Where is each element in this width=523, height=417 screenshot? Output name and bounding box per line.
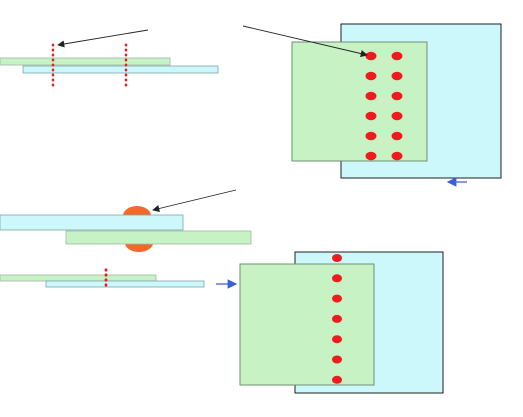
rivet-dot bbox=[51, 78, 55, 82]
riveted-joint-side-view bbox=[0, 29, 219, 87]
rivet bbox=[365, 151, 377, 161]
rivet bbox=[391, 91, 403, 101]
rivet-line-left bbox=[51, 43, 55, 87]
rivet bbox=[332, 274, 342, 283]
rivet-line bbox=[104, 268, 108, 287]
rivet-dot bbox=[104, 278, 108, 282]
rivet bbox=[391, 151, 403, 161]
riveted-joint-plan-view bbox=[242, 23, 502, 187]
rivet bbox=[332, 254, 342, 262]
rivet bbox=[365, 91, 377, 101]
rivet-dot bbox=[104, 273, 108, 277]
upper-plate bbox=[0, 57, 171, 66]
leader-arrow-plan bbox=[242, 25, 368, 58]
upper-plate bbox=[0, 274, 157, 282]
rivet-grid bbox=[365, 51, 403, 161]
rivet-dot bbox=[51, 43, 55, 47]
rivet-dot bbox=[124, 63, 128, 67]
rivet bbox=[365, 111, 377, 121]
green-plate bbox=[291, 41, 428, 162]
rivet-column bbox=[332, 254, 342, 384]
welded-joint-side-view bbox=[0, 189, 252, 252]
rivet-dot bbox=[124, 83, 128, 87]
rivet-dot bbox=[51, 48, 55, 52]
rivet-dot bbox=[124, 53, 128, 57]
rivet bbox=[365, 71, 377, 81]
rivet-dot bbox=[124, 68, 128, 72]
rivet-dot bbox=[51, 53, 55, 57]
rivet bbox=[391, 111, 403, 121]
rivet-dot bbox=[124, 43, 128, 47]
rivet bbox=[391, 71, 403, 81]
rivet-line-right bbox=[124, 43, 128, 87]
rivet-dot bbox=[124, 78, 128, 82]
rivet-dot bbox=[104, 268, 108, 272]
rivet bbox=[332, 375, 342, 384]
rivet bbox=[332, 335, 342, 344]
green-plate bbox=[239, 263, 375, 386]
rivet-dot bbox=[51, 58, 55, 62]
rivet-dot bbox=[124, 58, 128, 62]
rivet bbox=[365, 51, 377, 61]
rivet bbox=[391, 51, 403, 61]
rivet bbox=[332, 314, 342, 323]
lower-plate bbox=[65, 230, 252, 245]
rivet-dot bbox=[51, 68, 55, 72]
rivet-dot bbox=[51, 83, 55, 87]
upper-plate bbox=[0, 214, 184, 231]
rivet bbox=[391, 131, 403, 141]
leader-arrow-weld bbox=[152, 189, 237, 213]
rivet-dot bbox=[124, 48, 128, 52]
rivet bbox=[365, 131, 377, 141]
single-rivet-side-view bbox=[0, 268, 238, 289]
rivet-dot bbox=[51, 73, 55, 77]
single-rivet-plan-view bbox=[239, 251, 444, 394]
rivet bbox=[332, 294, 342, 303]
rivet-dot bbox=[124, 73, 128, 77]
lower-plate bbox=[22, 65, 219, 74]
lower-plate bbox=[45, 280, 205, 288]
rivet bbox=[332, 355, 342, 364]
rivet-dot bbox=[51, 63, 55, 67]
leader-arrow-rivets bbox=[57, 29, 149, 48]
rivet-dot bbox=[104, 283, 108, 287]
